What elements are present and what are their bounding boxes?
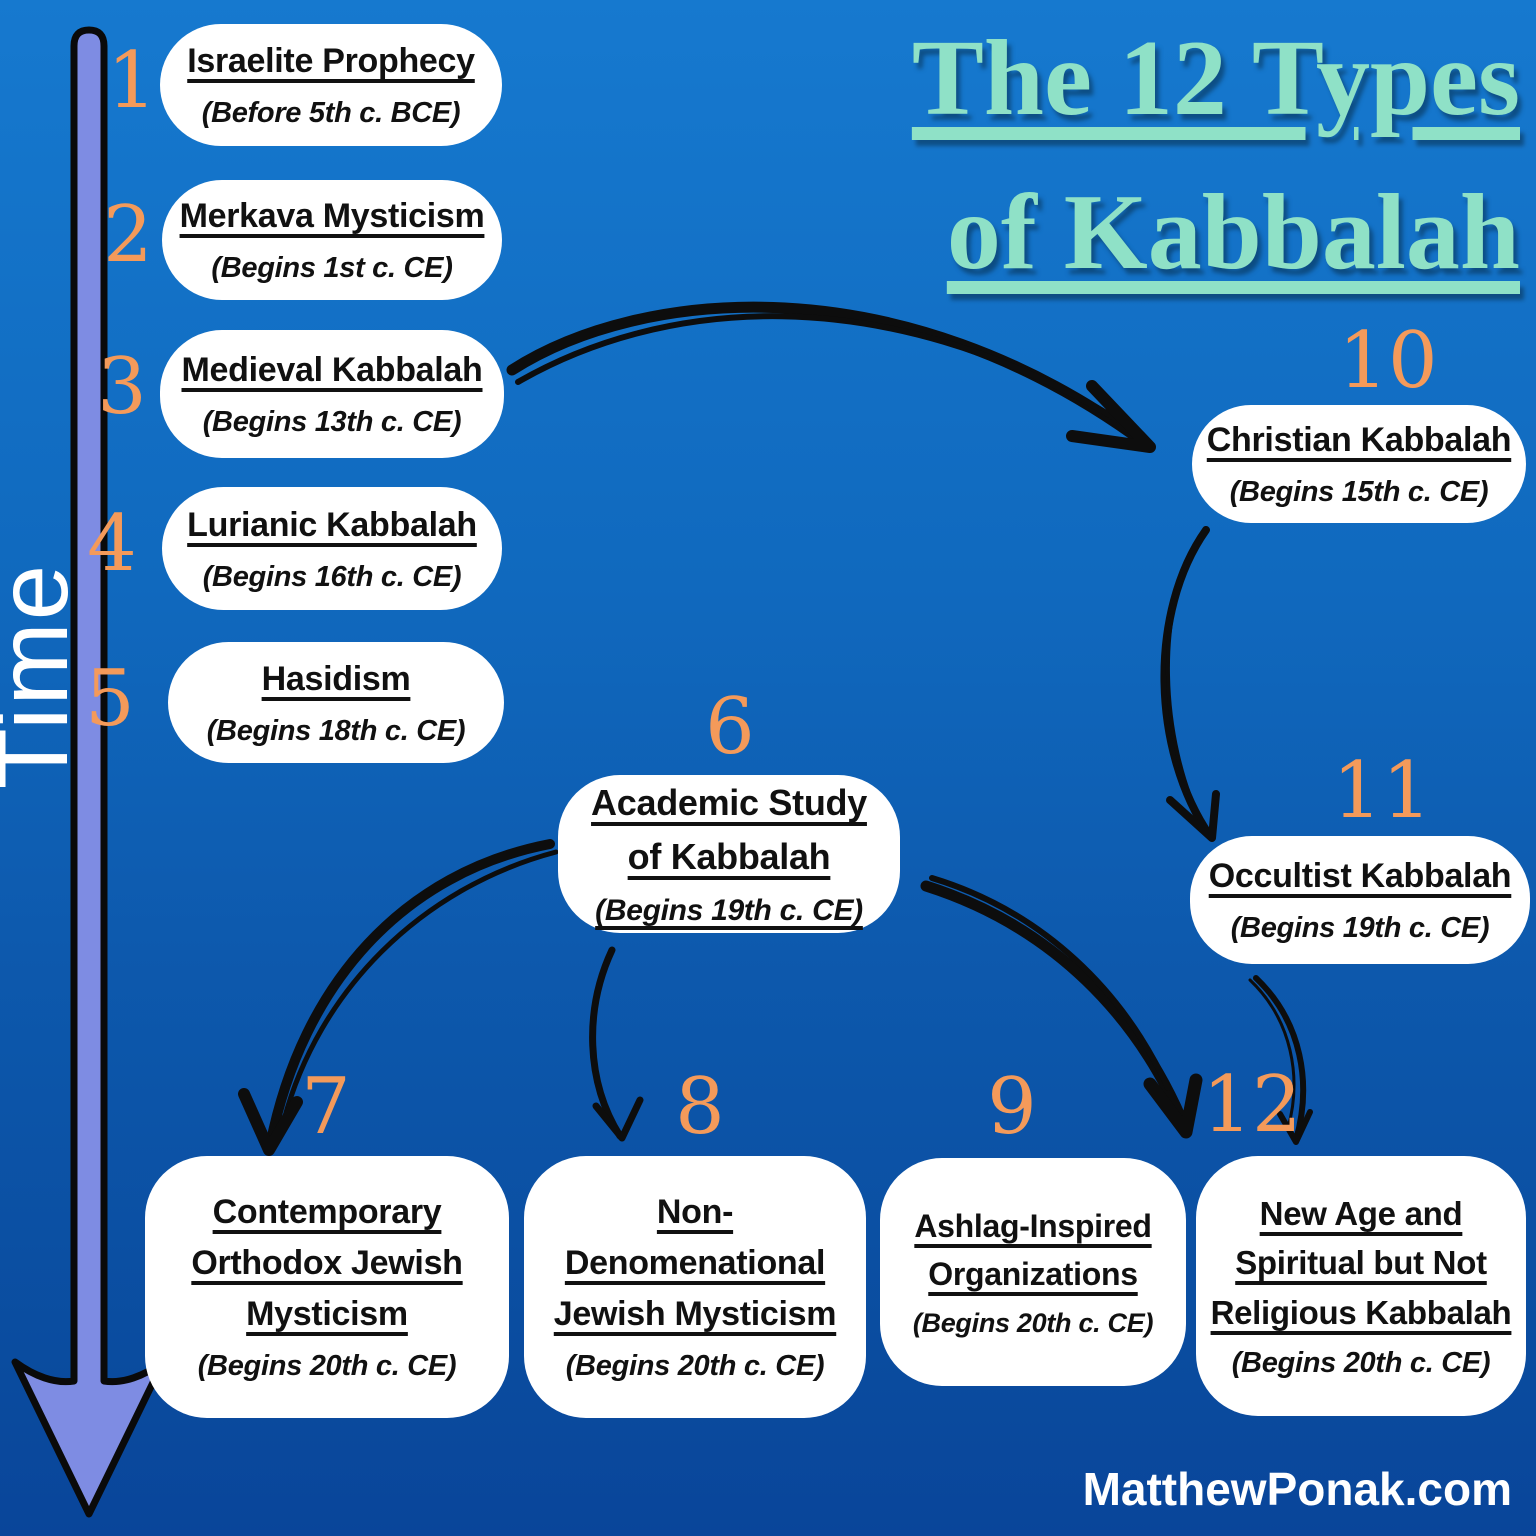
node-title: Ashlag-Inspired Organizations (914, 1208, 1152, 1293)
node-5-number: 5 (85, 654, 135, 744)
node-ashlag-inspired: Ashlag-Inspired Organizations (Begins 20… (880, 1158, 1186, 1386)
node-title: Christian Kabbalah (1206, 421, 1512, 460)
edge-6-to-12-path (920, 880, 1192, 1136)
edge-3-to-10-sketch (515, 313, 1121, 423)
edge-3-to-10-path (506, 301, 1152, 450)
node-3-number: 3 (97, 342, 147, 432)
node-subtitle: (Begins 15th c. CE) (1229, 476, 1489, 509)
node-6-number: 6 (705, 682, 755, 772)
node-subtitle: (Begins 20th c. CE) (1231, 1347, 1491, 1380)
node-subtitle: (Begins 20th c. CE) (197, 1350, 457, 1383)
edge-6-to-8-path (589, 946, 624, 1140)
node-title: Medieval Kabbalah (181, 351, 483, 390)
node-subtitle: (Begins 19th c. CE) (1230, 912, 1490, 945)
node-subtitle: (Before 5th c. BCE) (201, 97, 461, 130)
node-title: Lurianic Kabbalah (187, 505, 477, 544)
node-subtitle: (Begins 16th c. CE) (202, 560, 462, 593)
node-israelite-prophecy: Israelite Prophecy (Before 5th c. BCE) (160, 24, 502, 146)
node-2-number: 2 (103, 190, 153, 280)
edge-3-to-10-arrowhead (1066, 380, 1156, 453)
node-title: New Age and Spiritual but Not Religious … (1210, 1194, 1512, 1331)
node-subtitle: (Begins 19th c. CE) (595, 894, 863, 928)
node-hasidism: Hasidism (Begins 18th c. CE) (168, 642, 504, 763)
node-title: Israelite Prophecy (187, 42, 475, 81)
node-title: Contemporary Orthodox Jewish Mysticism (191, 1193, 463, 1334)
edge-6-to-7-sketch (281, 849, 559, 1123)
node-title: Merkava Mysticism (179, 197, 485, 236)
node-9-number: 9 (987, 1062, 1037, 1152)
node-subtitle: (Begins 1st c. CE) (211, 252, 453, 285)
timeline-arrow (11, 26, 167, 1518)
node-7-number: 7 (301, 1062, 351, 1152)
node-merkava-mysticism: Merkava Mysticism (Begins 1st c. CE) (162, 180, 502, 300)
page-title: The 12 Types of Kabbalah (760, 2, 1520, 311)
node-title: Occultist Kabbalah (1208, 857, 1512, 896)
node-medieval-kabbalah: Medieval Kabbalah (Begins 13th c. CE) (160, 330, 504, 458)
edge-10-to-11-arrowhead (1166, 790, 1220, 842)
page-title-line2: of Kabbalah (946, 173, 1520, 293)
edge-6-to-12-sketch (929, 875, 1171, 1091)
node-subtitle: (Begins 13th c. CE) (202, 406, 462, 439)
edge-11-to-12-arrowhead (1277, 1109, 1313, 1145)
edge-11-to-12-sketch (1248, 978, 1296, 1130)
edge-6-to-8-arrowhead (592, 1096, 644, 1142)
edge-10-to-11-sketch (1166, 534, 1204, 826)
node-title: Non-Denomenational Jewish Mysticism (553, 1193, 837, 1334)
node-subtitle: (Begins 18th c. CE) (206, 714, 466, 747)
node-non-denomenational: Non-Denomenational Jewish Mysticism (Beg… (524, 1156, 866, 1418)
edge-11-to-12-path (1253, 975, 1307, 1143)
node-new-age: New Age and Spiritual but Not Religious … (1196, 1156, 1526, 1416)
node-8-number: 8 (675, 1062, 725, 1152)
node-4-number: 4 (87, 499, 137, 589)
node-christian-kabbalah: Christian Kabbalah (Begins 15th c. CE) (1192, 405, 1526, 523)
node-academic-study: Academic Study of Kabbalah (Begins 19th … (558, 775, 900, 933)
node-lurianic-kabbalah: Lurianic Kabbalah (Begins 16th c. CE) (162, 487, 502, 610)
edge-6-to-7-arrowhead (238, 1088, 303, 1156)
time-axis-label: Time (0, 562, 89, 790)
node-contemporary-orthodox: Contemporary Orthodox Jewish Mysticism (… (145, 1156, 509, 1418)
node-subtitle: (Begins 20th c. CE) (565, 1350, 825, 1383)
node-title: Hasidism (261, 659, 411, 698)
node-1-number: 1 (107, 36, 157, 126)
node-11-number: 11 (1332, 746, 1432, 836)
edge-6-to-7-path (265, 839, 555, 1151)
node-title: Academic Study of Kabbalah (591, 782, 867, 878)
site-watermark: MatthewPonak.com (1082, 1463, 1512, 1515)
edge-6-to-12-arrowhead (1143, 1073, 1203, 1139)
node-occultist-kabbalah: Occultist Kabbalah (Begins 19th c. CE) (1190, 836, 1530, 964)
page-title-line1: The 12 Types (911, 19, 1520, 138)
node-12-number: 12 (1202, 1060, 1302, 1150)
node-subtitle: (Begins 20th c. CE) (912, 1308, 1154, 1339)
node-10-number: 10 (1338, 316, 1438, 406)
